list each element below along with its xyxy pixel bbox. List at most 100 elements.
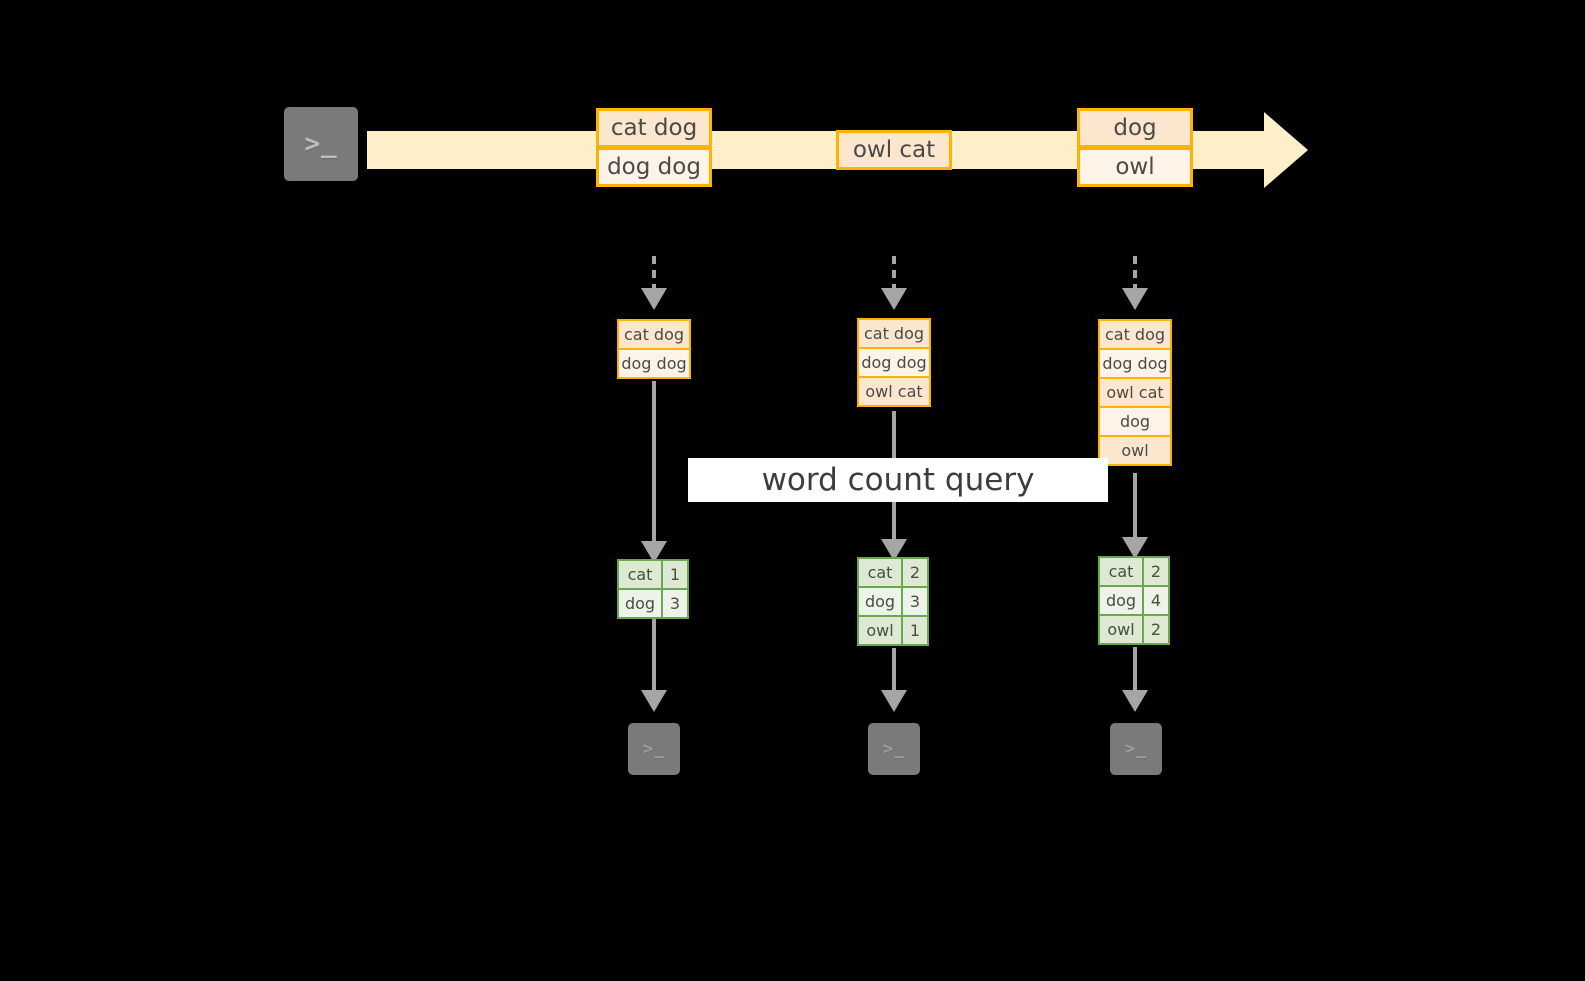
table-cell-word: dog	[617, 588, 663, 619]
stream-to-snapshot-connector	[1133, 256, 1137, 292]
table-cell-word: owl	[857, 615, 903, 646]
terminal-prompt-glyph: >_	[882, 739, 906, 759]
stream-event-record: owl	[1077, 147, 1193, 187]
stream-event-record: dog	[1077, 108, 1193, 148]
query-label-band: word count query	[688, 458, 1108, 502]
cell-text: owl	[866, 621, 894, 640]
producer-terminal-icon: >_	[275, 98, 367, 190]
snapshot-row-text: cat dog	[1104, 325, 1166, 344]
snapshot-row: dog	[1098, 406, 1172, 437]
table-cell-count: 4	[1142, 585, 1170, 616]
snapshot-to-result-arrowhead	[641, 541, 667, 563]
cell-text: 2	[909, 563, 921, 582]
table-cell-word: cat	[857, 557, 903, 588]
table-cell-word: cat	[617, 559, 663, 590]
snapshot-row-text: dog	[1119, 412, 1151, 431]
cell-text: dog	[1105, 591, 1137, 610]
snapshot-1-records: cat dog dog dog	[617, 319, 691, 379]
snapshot-row: dog dog	[1098, 348, 1172, 379]
snapshot-to-result-connector	[1133, 473, 1137, 561]
stream-to-snapshot-arrowhead	[1122, 288, 1148, 310]
consumer-terminal-icon: >_	[619, 714, 689, 784]
result-to-consumer-arrowhead	[881, 690, 907, 712]
snapshot-row-text: owl	[1121, 441, 1149, 460]
snapshot-row-text: dog dog	[621, 354, 687, 373]
terminal-prompt-glyph: >_	[642, 739, 666, 759]
table-row: cat 2	[1098, 556, 1170, 587]
result-to-consumer-arrowhead	[641, 690, 667, 712]
cell-text: cat	[1108, 562, 1134, 581]
table-cell-count: 3	[661, 588, 689, 619]
result-table-2: cat 2 dog 3 owl 1	[857, 557, 929, 646]
snapshot-3-records: cat dog dog dog owl cat dog owl	[1098, 319, 1172, 466]
table-cell-count: 2	[1142, 614, 1170, 645]
snapshot-row-text: owl cat	[865, 382, 923, 401]
cell-text: cat	[627, 565, 653, 584]
stream-event-record: cat dog	[596, 108, 712, 148]
table-cell-count: 1	[661, 559, 689, 590]
snapshot-row: cat dog	[1098, 319, 1172, 350]
record-line: cat dog	[610, 115, 698, 141]
table-cell-count: 2	[1142, 556, 1170, 587]
cell-text: 2	[1150, 562, 1162, 581]
stream-to-snapshot-connector	[892, 256, 896, 292]
cell-text: dog	[864, 592, 896, 611]
stream-to-snapshot-arrowhead	[881, 288, 907, 310]
table-cell-word: dog	[857, 586, 903, 617]
result-to-consumer-arrowhead	[1122, 690, 1148, 712]
cell-text: 4	[1150, 591, 1162, 610]
snapshot-row-text: dog dog	[1102, 354, 1168, 373]
record-line: owl cat	[852, 137, 936, 163]
record-line: owl	[1115, 154, 1155, 180]
snapshot-row: cat dog	[617, 319, 691, 350]
record-line: dog	[1113, 115, 1157, 141]
table-row: cat 2	[857, 557, 929, 588]
table-cell-word: cat	[1098, 556, 1144, 587]
table-row: dog 4	[1098, 585, 1170, 616]
result-to-consumer-connector	[652, 619, 656, 705]
table-cell-count: 1	[901, 615, 929, 646]
snapshot-row: dog dog	[857, 347, 931, 378]
snapshot-row: dog dog	[617, 348, 691, 379]
table-cell-count: 3	[901, 586, 929, 617]
stream-event-record: dog dog	[596, 147, 712, 187]
snapshot-row: owl cat	[1098, 377, 1172, 408]
table-row: cat 1	[617, 559, 689, 590]
cell-text: owl	[1107, 620, 1135, 639]
result-table-3: cat 2 dog 4 owl 2	[1098, 556, 1170, 645]
snapshot-row-text: cat dog	[863, 324, 925, 343]
stream-event-record: owl cat	[836, 130, 952, 170]
cell-text: 3	[669, 594, 681, 613]
snapshot-2-records: cat dog dog dog owl cat	[857, 318, 931, 407]
query-label-text: word count query	[761, 462, 1035, 498]
table-row: owl 2	[1098, 614, 1170, 645]
snapshot-to-result-connector	[652, 381, 656, 563]
cell-text: 1	[669, 565, 681, 584]
result-to-consumer-connector	[1133, 647, 1137, 706]
event-stream-arrowhead	[1264, 112, 1308, 188]
terminal-prompt-glyph: >_	[1124, 739, 1148, 759]
consumer-terminal-icon: >_	[859, 714, 929, 784]
stream-to-snapshot-connector	[652, 256, 656, 292]
snapshot-row: owl cat	[857, 376, 931, 407]
table-cell-count: 2	[901, 557, 929, 588]
snapshot-row: owl	[1098, 435, 1172, 466]
cell-text: 1	[909, 621, 921, 640]
snapshot-row-text: cat dog	[623, 325, 685, 344]
snapshot-row-text: dog dog	[861, 353, 927, 372]
terminal-prompt-glyph: >_	[304, 129, 338, 159]
stream-to-snapshot-arrowhead	[641, 288, 667, 310]
result-table-1: cat 1 dog 3	[617, 559, 689, 619]
cell-text: dog	[624, 594, 656, 613]
table-cell-word: dog	[1098, 585, 1144, 616]
record-line: dog dog	[607, 154, 701, 180]
table-row: dog 3	[857, 586, 929, 617]
cell-text: cat	[867, 563, 893, 582]
snapshot-to-result-arrowhead	[1122, 537, 1148, 559]
table-cell-word: owl	[1098, 614, 1144, 645]
result-to-consumer-connector	[892, 648, 896, 706]
table-row: dog 3	[617, 588, 689, 619]
cell-text: 3	[909, 592, 921, 611]
snapshot-to-result-arrowhead	[881, 539, 907, 561]
snapshot-row-text: owl cat	[1106, 383, 1164, 402]
